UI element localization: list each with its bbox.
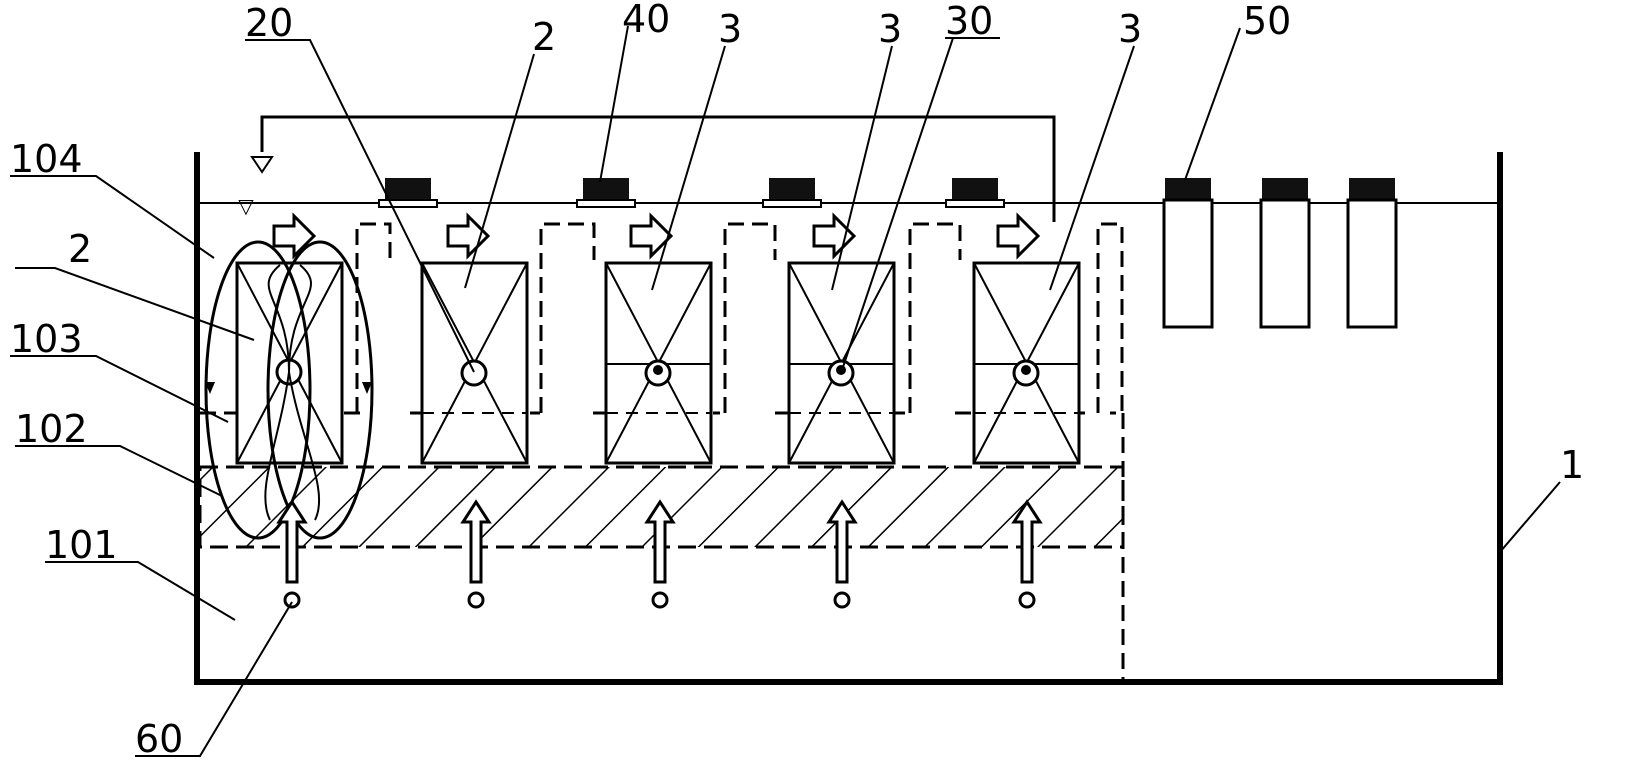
label-104: 104	[10, 137, 83, 181]
label-2-left: 2	[68, 227, 92, 271]
label-40: 40	[622, 0, 670, 41]
label-50: 50	[1243, 0, 1291, 43]
diffusers-60	[283, 591, 1036, 609]
flow-arrow	[812, 212, 857, 260]
up-arrow	[460, 499, 492, 584]
feed-pipe	[250, 115, 1056, 222]
up-arrow	[1011, 499, 1043, 584]
flow-arrow	[629, 212, 674, 260]
up-arrow	[826, 499, 858, 584]
module-3	[972, 261, 1081, 465]
diffuser	[283, 591, 301, 609]
label-3-a: 3	[718, 7, 742, 51]
flow-arrow	[996, 212, 1041, 260]
water-level-symbol: ▽	[238, 194, 254, 218]
tube-devices-50	[1162, 178, 1398, 329]
label-60: 60	[135, 717, 183, 761]
diffuser	[1018, 591, 1036, 609]
label-1: 1	[1560, 443, 1584, 487]
label-2-top: 2	[532, 15, 556, 59]
label-103: 103	[10, 317, 83, 361]
aeration-arrows	[276, 499, 1043, 584]
tube-50	[1259, 178, 1311, 329]
floating-devices-40	[378, 178, 1005, 208]
label-3-c: 3	[1118, 7, 1142, 51]
diffuser	[651, 591, 669, 609]
tube-50	[1346, 178, 1398, 329]
module-2-first	[204, 240, 374, 540]
label-underlines	[10, 37, 1000, 757]
module-3	[604, 261, 713, 465]
up-arrow	[644, 499, 676, 584]
label-3-b: 3	[878, 7, 902, 51]
reference-labels: 104 2 103 102 101 60 20 2 40 3 3 30 3 50…	[10, 0, 1584, 761]
device-40	[576, 178, 636, 208]
label-102: 102	[15, 407, 88, 451]
device-40	[762, 178, 822, 208]
tube-50	[1162, 178, 1214, 329]
device-40	[378, 178, 438, 208]
up-arrow	[276, 499, 308, 584]
flow-arrow	[446, 212, 491, 260]
diffuser	[467, 591, 485, 609]
module-2-second	[420, 261, 529, 465]
flow-arrows	[272, 212, 1041, 260]
label-30: 30	[945, 0, 993, 43]
device-40	[945, 178, 1005, 208]
module-3	[787, 261, 896, 465]
diffuser	[833, 591, 851, 609]
label-101: 101	[45, 523, 118, 567]
label-20: 20	[245, 1, 293, 45]
flow-arrow	[272, 212, 317, 260]
